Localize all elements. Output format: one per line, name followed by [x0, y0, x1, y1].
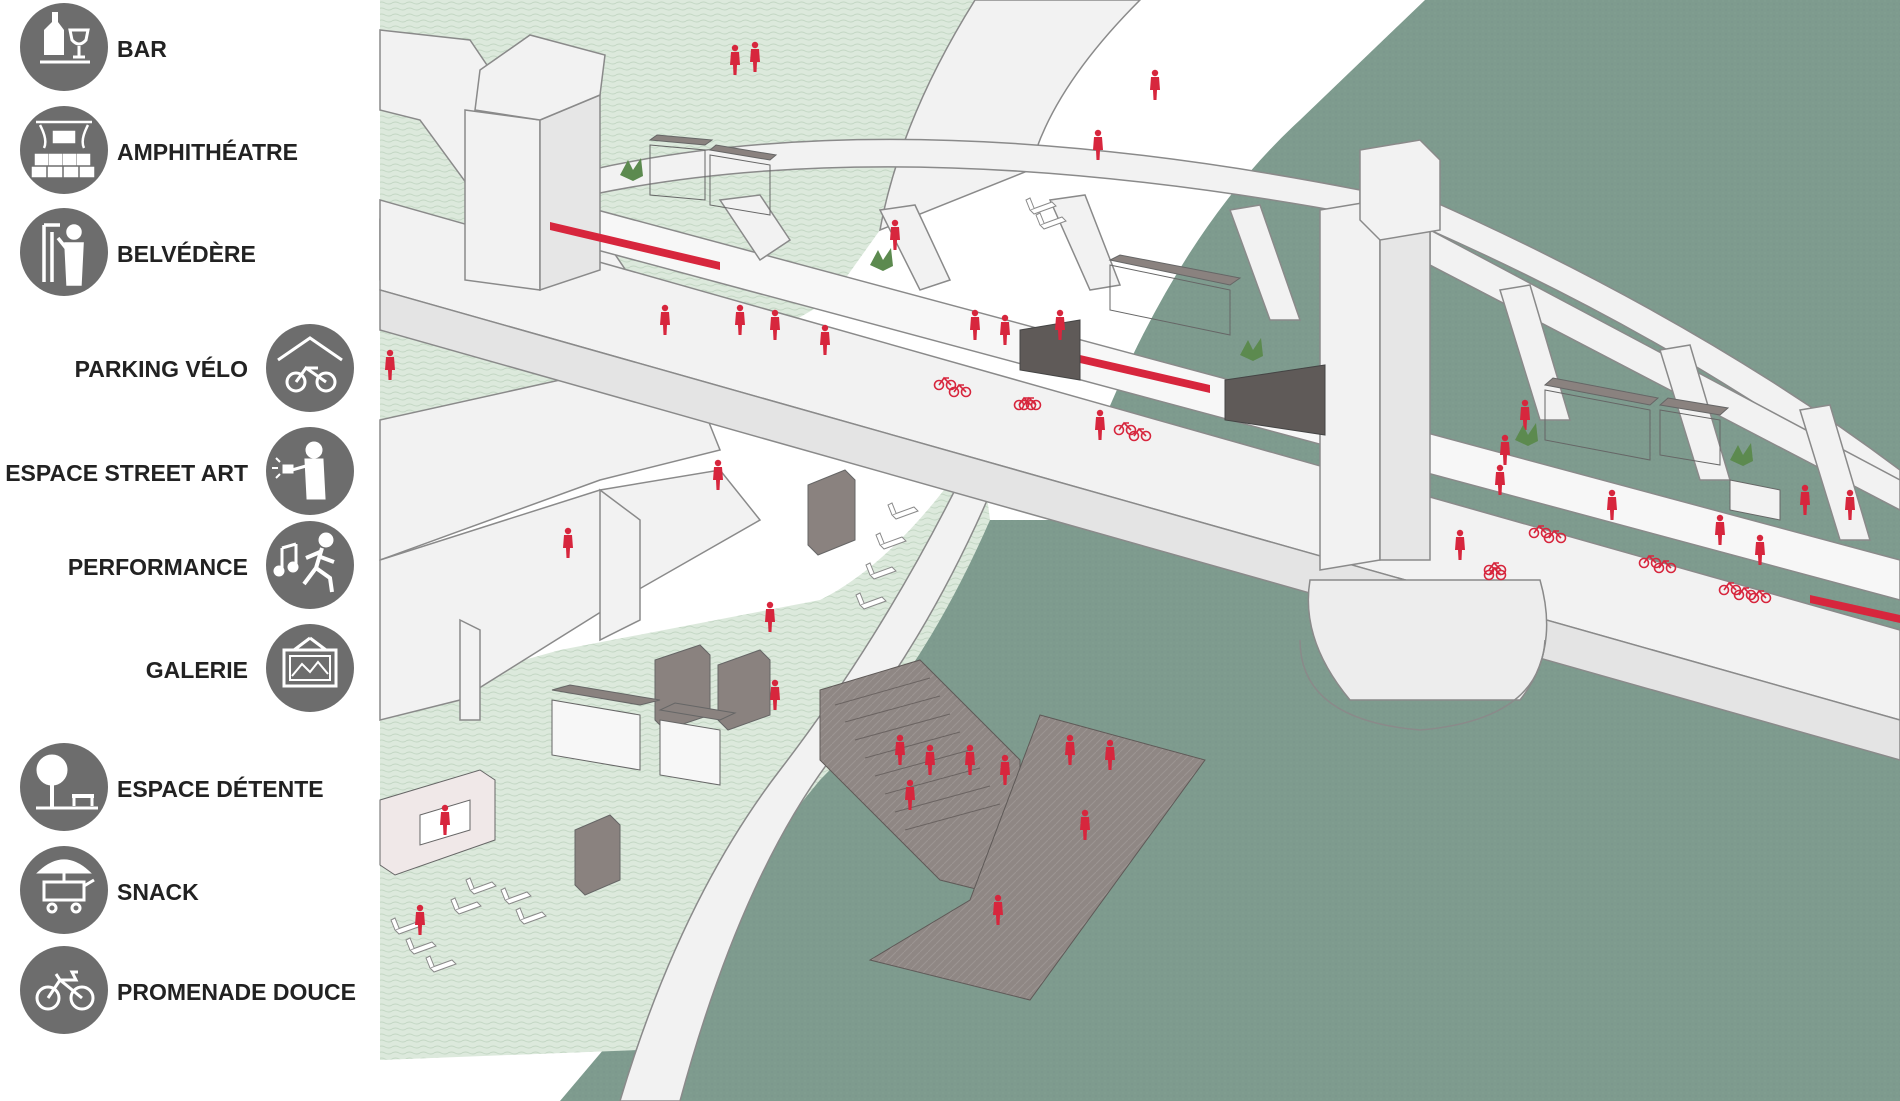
bike-parking-icon [277, 336, 343, 393]
bridge-tower [1299, 139, 1548, 731]
bar-icon [40, 12, 90, 64]
legend-item-relaxation: ESPACE DÉTENTE [20, 743, 324, 831]
legend-label-amphitheatre: AMPHITHÉATRE [117, 138, 298, 165]
legend-item-street-art: ESPACE STREET ART [5, 427, 354, 515]
legend: BAR AMPHITHÉATRE [5, 3, 356, 1034]
legend-item-performance: PERFORMANCE [68, 521, 354, 609]
gallery-icon [282, 636, 338, 688]
floating-stage-platform [868, 714, 1206, 1001]
pavilions-lower-bank [379, 469, 856, 896]
snack-icon [36, 859, 95, 914]
legend-item-snack: SNACK [20, 846, 199, 934]
bridge-abutment-tower [464, 34, 606, 292]
legend-label-bar: BAR [117, 36, 167, 62]
deck-amphitheatre [1019, 319, 1326, 436]
street-art-icon [272, 441, 326, 500]
red-benches [550, 222, 1900, 623]
legend-item-bike-parking: PARKING VÉLO [75, 324, 354, 412]
legend-label-gallery: GALERIE [146, 657, 248, 683]
relaxation-icon [36, 754, 98, 810]
legend-label-street-art: ESPACE STREET ART [5, 460, 248, 486]
legend-item-amphitheatre: AMPHITHÉATRE [20, 106, 298, 194]
legend-label-soft-promenade: PROMENADE DOUCE [117, 979, 356, 1005]
legend-item-bar: BAR [20, 3, 167, 91]
legend-item-belvedere: BELVÉDÈRE [20, 208, 256, 296]
legend-label-bike-parking: PARKING VÉLO [75, 355, 248, 382]
amphitheatre-icon [31, 120, 95, 178]
legend-label-belvedere: BELVÉDÈRE [117, 240, 256, 267]
quay-road-upper [879, 0, 1142, 232]
legend-label-performance: PERFORMANCE [68, 554, 248, 580]
legend-item-gallery: GALERIE [146, 624, 354, 712]
performance-icon [273, 532, 335, 593]
bridge-truss [589, 138, 1900, 541]
legend-item-soft-promenade: PROMENADE DOUCE [20, 946, 356, 1034]
belvedere-icon [42, 223, 84, 286]
plants [620, 158, 1753, 466]
legend-label-snack: SNACK [117, 879, 199, 905]
legend-label-relaxation: ESPACE DÉTENTE [117, 775, 324, 802]
bicycle-icon [35, 970, 95, 1011]
pavilions-on-bridge [648, 134, 1781, 521]
